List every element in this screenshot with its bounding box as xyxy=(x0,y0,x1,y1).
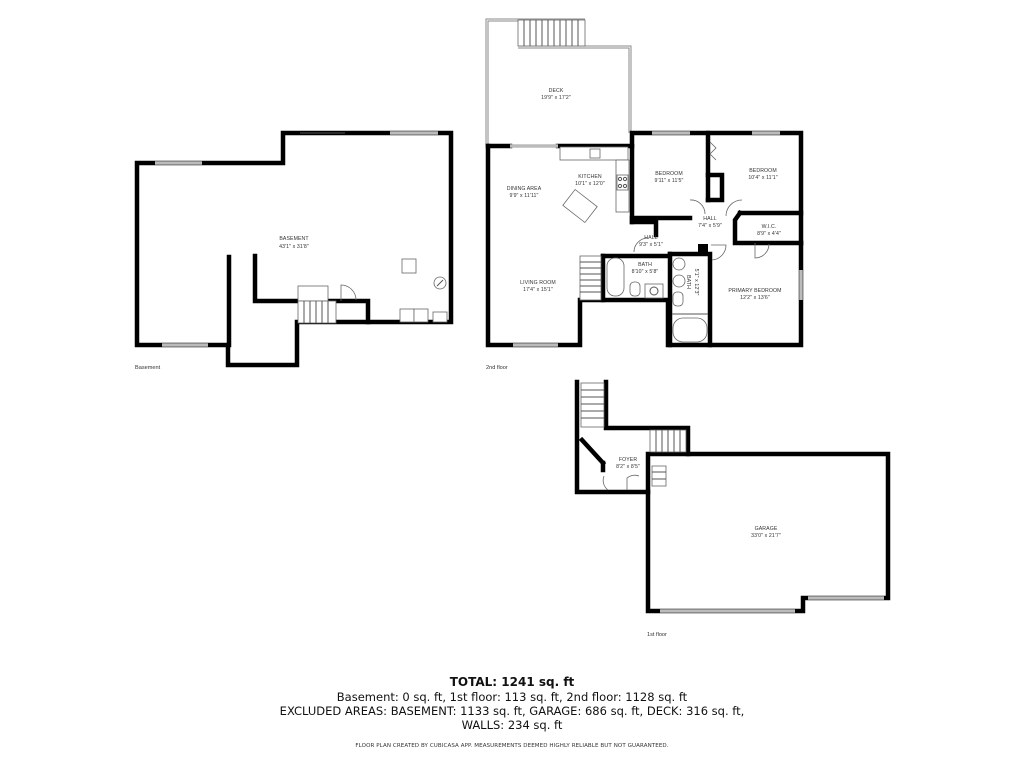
room-dims: 10'1" x 12'0" xyxy=(575,181,605,187)
room-dims: 12'2" x 13'6" xyxy=(740,295,770,301)
room-name: HALL xyxy=(644,235,657,241)
room-name: PRIMARY BEDROOM xyxy=(728,288,781,294)
room-name: DINING AREA xyxy=(507,186,542,192)
bathtub-icon xyxy=(606,257,625,297)
walls-area: WALLS: 234 sq. ft xyxy=(461,718,563,732)
dryer-icon xyxy=(413,308,429,323)
toilet-icon xyxy=(629,281,641,297)
kitchen-counters xyxy=(559,146,630,224)
stove-icon xyxy=(616,174,629,191)
room-dims: 8'10" x 5'8" xyxy=(632,269,659,275)
room-name: HALL xyxy=(703,216,716,222)
room-dims: 9'3" x 5'1" xyxy=(639,242,663,248)
room-name: BEDROOM xyxy=(655,171,683,177)
room-dims: 43'1" x 31'8" xyxy=(279,244,309,250)
deck: DECK 19'9" x 17'2" xyxy=(485,18,632,145)
excluded-areas: EXCLUDED AREAS: BASEMENT: 1133 sq. ft, G… xyxy=(279,704,745,718)
room-dims: 33'0" x 21'7" xyxy=(751,533,781,539)
room-name: W.I.C. xyxy=(762,224,777,230)
floor-area-breakdown: Basement: 0 sq. ft, 1st floor: 113 sq. f… xyxy=(336,690,688,704)
room-dims: 17'4" x 15'1" xyxy=(523,287,553,293)
stairs-icon xyxy=(580,382,687,487)
washer-icon xyxy=(399,308,415,323)
furnace-icon xyxy=(401,258,417,274)
floor-label-basement: Basement xyxy=(135,365,161,371)
room-name: BEDROOM xyxy=(749,168,777,174)
floor-label-2nd: 2nd floor xyxy=(486,365,508,371)
stairs-icon xyxy=(579,255,602,301)
sink-icon xyxy=(644,283,664,299)
room-name: BATH xyxy=(638,262,652,268)
sink-icon xyxy=(432,311,448,323)
room-dims: 8'9" x 4'4" xyxy=(757,231,781,237)
second-floor: DECK 19'9" x 17'2" xyxy=(485,18,804,371)
total-area: TOTAL: 1241 sq. ft xyxy=(449,675,575,689)
room-name: BASEMENT xyxy=(279,236,309,242)
room-dims: 19'9" x 17'2" xyxy=(541,95,571,101)
room-name: BATH xyxy=(685,275,691,289)
room-name: LIVING ROOM xyxy=(520,280,556,286)
room-dims: 10'4" x 11'1" xyxy=(748,175,777,181)
room-name: DECK xyxy=(549,88,564,94)
kitchen-island-icon xyxy=(562,188,598,224)
door-icon xyxy=(340,284,357,301)
room-name: FOYER xyxy=(619,457,638,463)
bathtub-icon xyxy=(672,317,708,343)
room-dims: 8'2" x 8'5" xyxy=(616,464,640,470)
room-dims: 5'1" x 12'3" xyxy=(693,269,699,296)
room-name: KITCHEN xyxy=(578,174,602,180)
basement-floor: BASEMENT 43'1" x 31'8" Basement xyxy=(134,130,454,371)
room-name: GARAGE xyxy=(755,526,778,532)
first-floor: FOYER 8'2" x 8'5" GARAGE 33'0" x 21'7" 1… xyxy=(574,379,891,638)
floor-label-1st: 1st floor xyxy=(647,632,667,638)
disclaimer: FLOOR PLAN CREATED BY CUBICASA APP. MEAS… xyxy=(355,743,669,749)
room-dims: 9'11" x 11'5" xyxy=(655,178,684,184)
room-dims: 7'4" x 5'9" xyxy=(698,223,722,229)
room-dims: 9'9" x 11'11" xyxy=(510,193,539,199)
basement-stairs-icon xyxy=(297,285,337,324)
